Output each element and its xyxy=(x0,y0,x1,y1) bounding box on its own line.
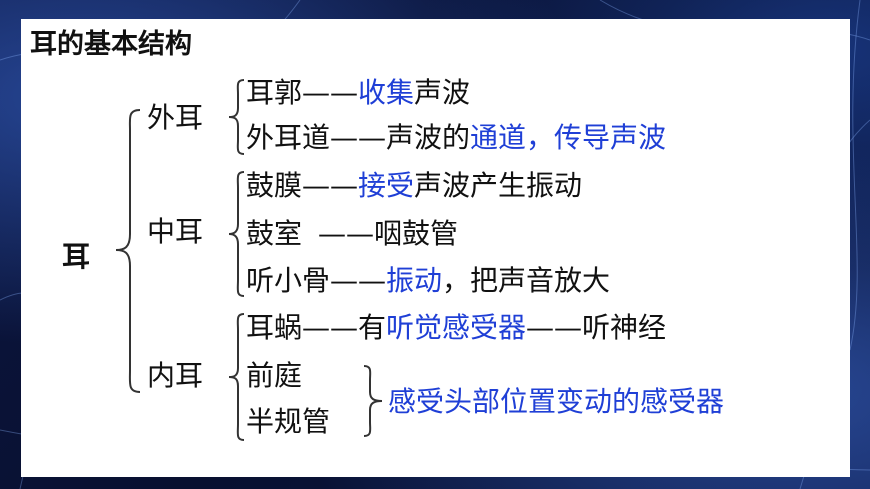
outer-ear-label: 外耳 xyxy=(147,101,204,134)
ear-canal-highlight: 通道，传导声波 xyxy=(470,121,667,154)
ear-canal-pre: 声波的 xyxy=(386,121,471,154)
auricle-highlight: 收集 xyxy=(358,76,415,109)
tympanic-cavity-name: 鼓室 xyxy=(246,217,303,250)
eardrum-highlight: 接受 xyxy=(358,169,415,202)
ear-canal-dash: —— xyxy=(330,121,387,154)
cochlea-name: 耳蜗 xyxy=(246,311,303,344)
outer-ear-brace xyxy=(228,79,245,155)
ear-canal-row: 外耳道——声波的通道，传导声波 xyxy=(246,124,666,152)
balance-organs-brace xyxy=(363,365,383,437)
ossicles-name: 听小骨 xyxy=(246,264,331,297)
eardrum-rest: 声波产生振动 xyxy=(414,169,583,202)
cochlea-highlight: 听觉感受器 xyxy=(386,311,527,344)
balance-receptor-note: 感受头部位置变动的感受器 xyxy=(388,385,725,418)
auricle-dash: —— xyxy=(302,76,359,109)
page-title: 耳的基本结构 xyxy=(30,29,192,60)
ossicles-dash: —— xyxy=(330,264,387,297)
ear-brace xyxy=(115,109,141,393)
ear-canal-name: 外耳道 xyxy=(246,121,331,154)
tympanic-cavity-row: 鼓室 ——咽鼓管 xyxy=(246,220,458,248)
cochlea-rest: 听神经 xyxy=(582,311,667,344)
cochlea-row: 耳蜗——有听觉感受器——听神经 xyxy=(246,314,666,342)
eardrum-row: 鼓膜——接受声波产生振动 xyxy=(246,172,582,200)
inner-ear-brace xyxy=(228,313,245,441)
auricle-row: 耳郭——收集声波 xyxy=(246,79,470,107)
tympanic-cavity-rest: 咽鼓管 xyxy=(374,217,459,250)
auricle-rest: 声波 xyxy=(414,76,471,109)
ossicles-rest: ，把声音放大 xyxy=(442,264,611,297)
tympanic-cavity-dash: —— xyxy=(318,217,375,250)
cochlea-dash2: —— xyxy=(526,311,583,344)
semicircular-canals-name: 半规管 xyxy=(246,405,331,438)
cochlea-dash: —— xyxy=(302,311,359,344)
auricle-name: 耳郭 xyxy=(246,76,303,109)
middle-ear-label: 中耳 xyxy=(147,215,204,248)
middle-ear-brace xyxy=(228,171,245,297)
eardrum-name: 鼓膜 xyxy=(246,169,303,202)
inner-ear-label: 内耳 xyxy=(147,359,204,392)
vestibule-name: 前庭 xyxy=(246,359,303,392)
ossicles-highlight: 振动 xyxy=(386,264,443,297)
ear-label: 耳 xyxy=(62,240,91,273)
ossicles-row: 听小骨——振动，把声音放大 xyxy=(246,267,610,295)
content-panel xyxy=(21,19,850,477)
cochlea-pre: 有 xyxy=(358,311,387,344)
eardrum-dash: —— xyxy=(302,169,359,202)
